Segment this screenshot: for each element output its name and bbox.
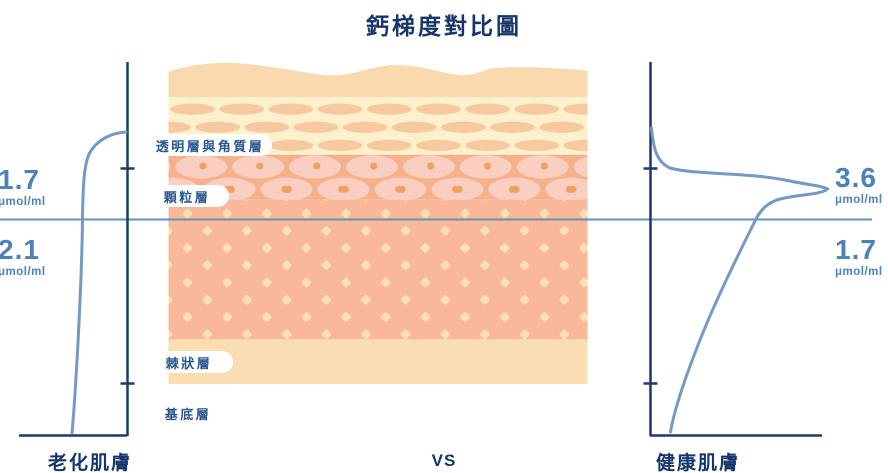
layer-granular-cells	[168, 154, 588, 200]
layer-label-corneum: 透明層與角質層	[148, 134, 272, 156]
page-title: 鈣梯度對比圖	[366, 13, 522, 39]
aged-value-lower-number: 2.1	[0, 234, 40, 265]
healthy-skin-caption: 健康肌膚	[656, 453, 741, 473]
healthy-value-upper-unit: μmol/ml	[835, 194, 883, 206]
aged-skin-curve	[70, 130, 128, 435]
layer-spinous-diamonds	[168, 199, 588, 340]
layer-label-spinous-text: 棘狀層	[165, 355, 213, 371]
layer-label-granular-text: 顆粒層	[163, 189, 211, 205]
healthy-skin-curve	[650, 126, 831, 434]
layer-basal-band	[168, 339, 588, 385]
aged-skin-caption: 老化肌膚	[48, 453, 133, 473]
layer-surface-band	[168, 62, 588, 98]
layer-label-granular: 顆粒層	[145, 185, 229, 207]
aged-value-upper: 1.7 μmol/ml	[0, 166, 46, 209]
layer-label-basal: 基底層	[145, 402, 231, 424]
aged-value-lower-unit: μmol/ml	[0, 266, 46, 278]
aged-value-lower: 2.1 μmol/ml	[0, 236, 46, 279]
aged-value-upper-number: 1.7	[0, 164, 40, 195]
healthy-value-lower: 1.7 μmol/ml	[835, 236, 883, 279]
layer-label-spinous: 棘狀層	[145, 351, 233, 373]
healthy-value-upper: 3.6 μmol/ml	[835, 164, 883, 207]
layer-label-basal-text: 基底層	[164, 406, 212, 422]
healthy-value-lower-number: 1.7	[835, 234, 877, 265]
skin-illustration	[168, 62, 588, 385]
aged-value-upper-unit: μmol/ml	[0, 196, 46, 208]
layer-label-corneum-text: 透明層與角質層	[155, 138, 265, 154]
vs-label: VS	[431, 451, 457, 470]
healthy-value-upper-number: 3.6	[835, 162, 877, 193]
healthy-value-lower-unit: μmol/ml	[835, 266, 883, 278]
